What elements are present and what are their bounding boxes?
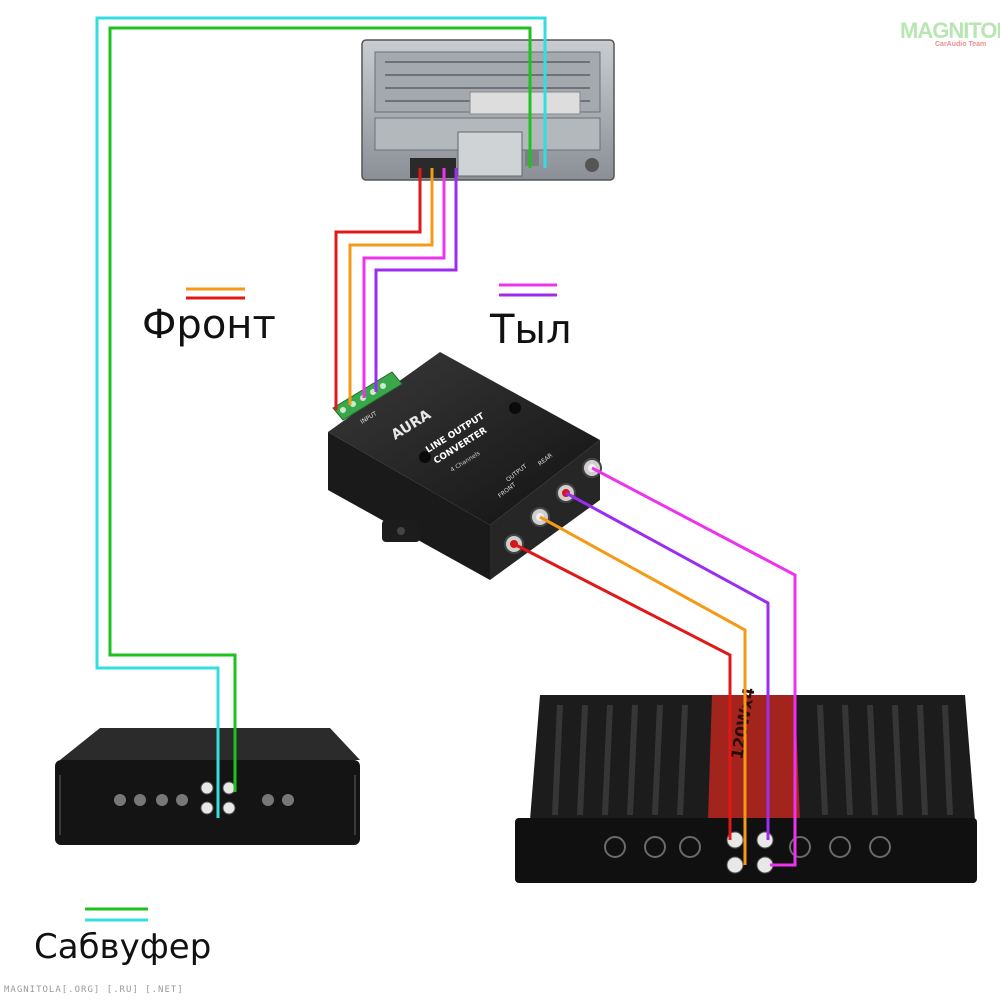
wire-front-right-out	[539, 515, 747, 865]
wire-rear-left-in	[362, 168, 446, 398]
subwoofer-amplifier	[55, 728, 360, 845]
watermark-logo: MAGNITOLA	[900, 18, 1000, 43]
wire-front-left-out	[513, 542, 732, 840]
wire-sub-cyan	[95, 16, 547, 818]
legend-rear-label: Тыл	[490, 307, 572, 353]
wires-converter-to-amp	[513, 466, 797, 867]
wire-rear-right-out	[591, 466, 797, 867]
head-unit	[361, 39, 615, 181]
watermark-tagline: CarAudio Team	[935, 41, 987, 48]
legend-sub-swatch	[85, 907, 148, 922]
legend-sub-label: Сабвуфер	[34, 927, 212, 967]
wires-subwoofer	[95, 16, 547, 818]
line-output-converter: AURA LINE OUTPUT CONVERTER 4 Channels IN…	[328, 352, 602, 580]
wires-head-to-converter	[334, 168, 458, 410]
wire-rear-right-in	[374, 168, 458, 392]
wire-front-left-in	[334, 168, 422, 410]
legend-front-label: Фронт	[142, 302, 276, 348]
wire-front-right-in	[348, 168, 434, 405]
wire-rear-left-out	[565, 491, 770, 840]
wire-sub-green	[108, 26, 532, 792]
legend-front-swatch	[186, 287, 245, 300]
watermark-footer: MAGNITOLA[.ORG] [.RU] [.NET]	[4, 985, 184, 995]
legend-rear-swatch	[499, 283, 557, 297]
